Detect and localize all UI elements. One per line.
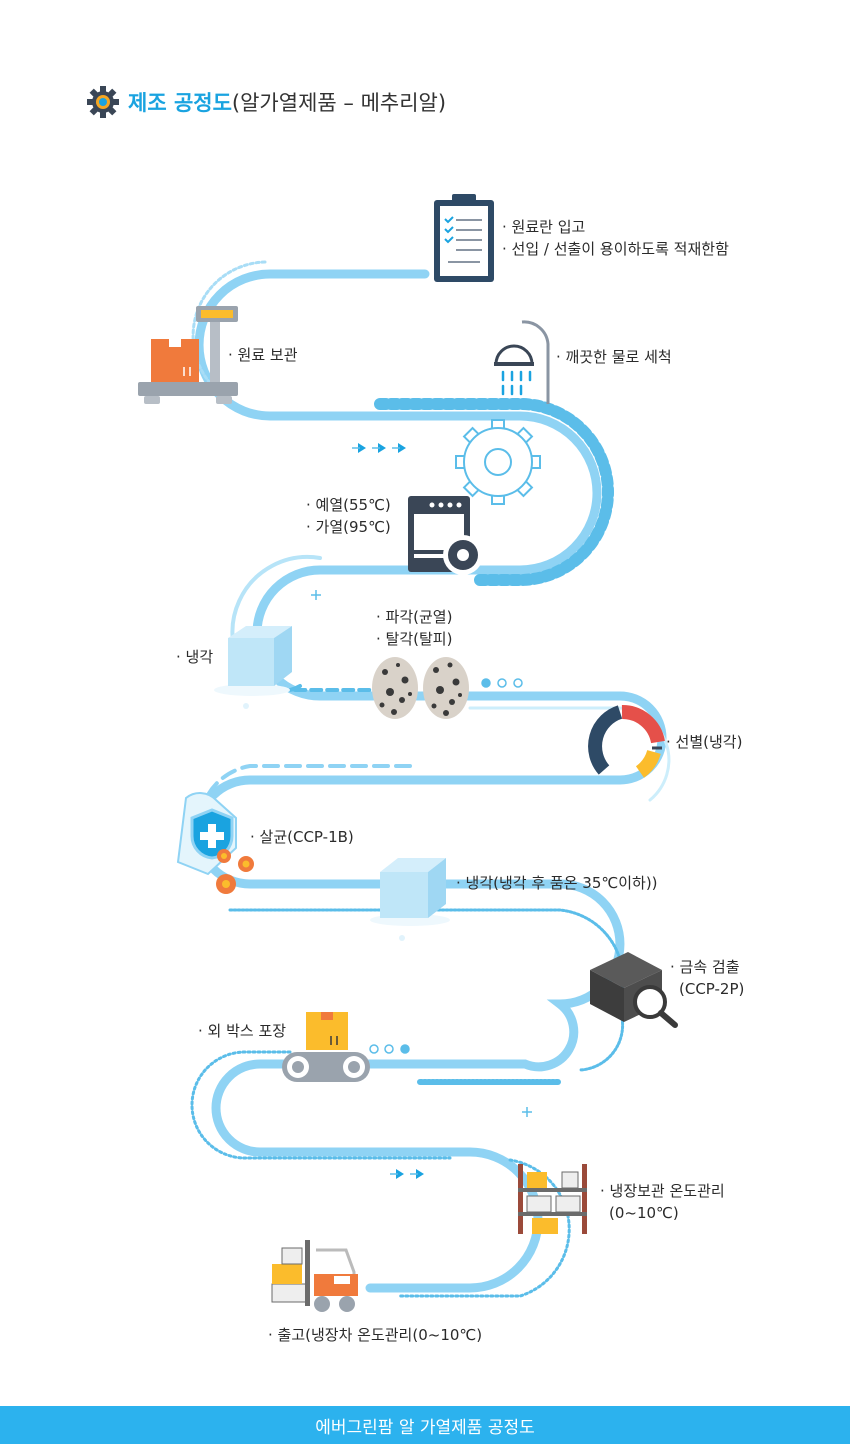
oven-gear-icon (408, 496, 483, 575)
label-sterilize: · 살균(CCP-1B) (250, 828, 354, 846)
label-heat-line1: · 예열(55℃) (306, 496, 391, 514)
label-cold-storage: · 냉장보관 온도관리 (0~10℃) (600, 1180, 725, 1224)
label-crack: · 파각(균열) · 탈각(탈피) (376, 606, 452, 650)
label-storage: · 원료 보관 (228, 346, 298, 364)
title-subtitle: (알가열제품 – 메추리알) (231, 91, 447, 115)
label-cold-storage-line1: · 냉장보관 온도관리 (600, 1182, 725, 1200)
label-intake-line1: · 원료란 입고 (502, 218, 586, 236)
process-path (193, 269, 667, 1293)
ice-cube-icon (370, 858, 450, 941)
ice-cube-icon (214, 626, 292, 709)
label-wash: · 깨끗한 물로 세척 (556, 348, 672, 366)
gear-outline-icon (455, 419, 541, 505)
label-cold-storage-line2: (0~10℃) (609, 1204, 679, 1222)
page-title: 제조 공정도(알가열제품 – 메추리알) (86, 86, 446, 118)
label-intake: · 원료란 입고 · 선입 / 선출이 용이하도록 적재한함 (502, 216, 729, 260)
label-pack: · 외 박스 포장 (198, 1022, 287, 1040)
label-cool2: · 냉각(냉각 후 품온 35℃이하)) (456, 874, 658, 892)
label-heat-line2: · 가열(95℃) (306, 518, 391, 536)
donut-chart-icon (588, 704, 665, 778)
label-sort: · 선별(냉각) (666, 733, 743, 751)
conveyor-box-icon (282, 1012, 370, 1082)
label-metal-line2: (CCP-2P) (679, 980, 745, 998)
footer-banner: 에버그린팜 알 가열제품 공정도 (0, 1406, 850, 1444)
gear-icon (87, 86, 119, 118)
label-metal-line1: · 금속 검출 (670, 958, 740, 976)
clipboard-icon (434, 194, 494, 282)
scale-box-icon (138, 306, 238, 404)
label-intake-line2: · 선입 / 선출이 용이하도록 적재한함 (502, 240, 729, 258)
label-crack-line2: · 탈각(탈피) (376, 630, 453, 648)
title-highlight: 제조 공정도 (128, 91, 232, 115)
box-magnifier-icon (590, 952, 678, 1028)
label-ship: · 출고(냉장차 온도관리(0~10℃) (268, 1326, 483, 1344)
quail-egg-icon (372, 657, 469, 719)
label-metal: · 금속 검출 (CCP-2P) (670, 956, 744, 1000)
process-flow-diagram (138, 194, 678, 1312)
storage-shelf-icon (518, 1164, 587, 1234)
shield-cross-icon (176, 792, 254, 894)
footer-text: 에버그린팜 알 가열제품 공정도 (315, 1417, 535, 1438)
label-heat: · 예열(55℃) · 가열(95℃) (306, 494, 391, 538)
shower-icon (494, 320, 550, 404)
label-cool1: · 냉각 (176, 648, 214, 666)
forklift-icon (271, 1240, 358, 1312)
label-crack-line1: · 파각(균열) (376, 608, 453, 626)
